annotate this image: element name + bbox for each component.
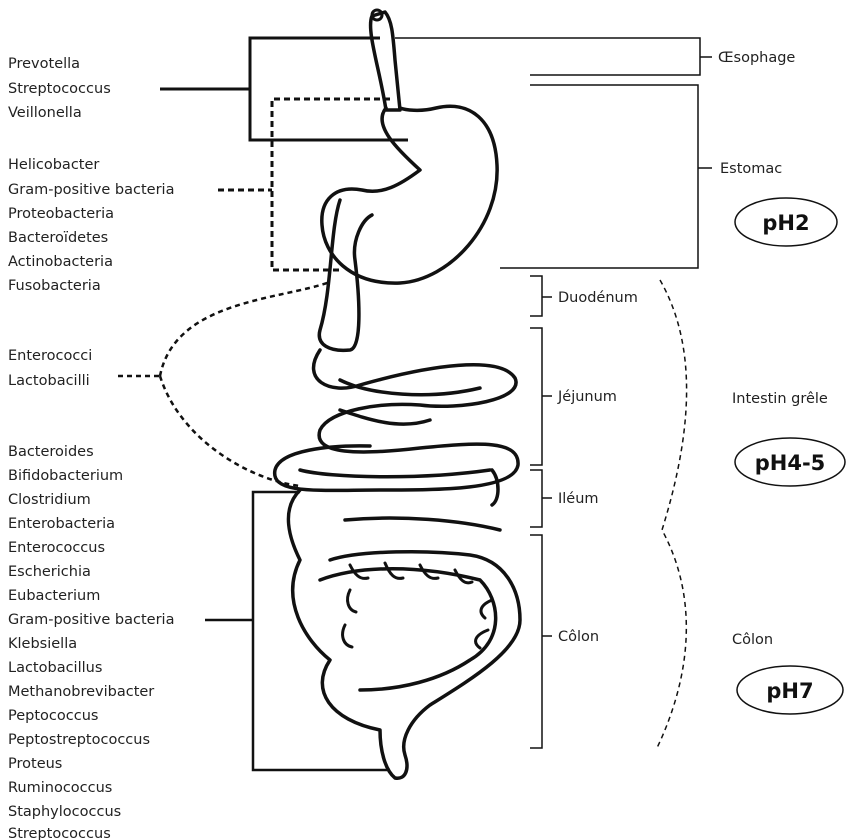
bacteria-label: Prevotella <box>8 56 80 72</box>
ph-value-small-intestine: pH4-5 <box>755 451 826 475</box>
stomach-shape <box>322 106 497 283</box>
bacteria-label: Escherichia <box>8 564 91 580</box>
segment-label-jejunum: Jéjunum <box>557 389 617 405</box>
upper-bracket <box>160 38 408 140</box>
bacteria-label: Peptostreptococcus <box>8 732 150 748</box>
small-intestine-connector <box>118 282 330 486</box>
stomach-bacteria-list: Helicobacter Gram-positive bacteria Prot… <box>8 157 174 294</box>
segment-label-oesophage: Œsophage <box>718 50 795 66</box>
bacteria-label: Gram-positive bacteria <box>8 612 174 628</box>
bacteria-label: Veillonella <box>8 105 82 121</box>
bacteria-label: Eubacterium <box>8 588 100 604</box>
bacteria-label: Bacteroides <box>8 444 94 460</box>
bacteria-label: Bifidobacterium <box>8 468 123 484</box>
bacteria-label: Peptococcus <box>8 708 98 724</box>
region-divider-curve <box>656 280 687 750</box>
digestive-tract <box>275 10 520 778</box>
bacteria-label: Proteobacteria <box>8 206 114 222</box>
colon-segment-bracket <box>530 535 552 748</box>
small-intestine-coils <box>275 350 518 490</box>
ph-badge-colon: pH7 <box>737 666 843 714</box>
bacteria-label: Klebsiella <box>8 636 77 652</box>
oesophagus-shape <box>371 12 400 110</box>
colon-shape <box>288 490 520 778</box>
duodenum-bracket <box>530 276 552 316</box>
bacteria-label: Gram-positive bacteria <box>8 182 174 198</box>
segment-label-estomac: Estomac <box>720 161 782 177</box>
bacteria-label: Lactobacilli <box>8 373 90 389</box>
bacteria-label: Lactobacillus <box>8 660 102 676</box>
ph-value-stomach: pH2 <box>762 211 809 235</box>
ph-badge-stomach: pH2 <box>735 198 837 246</box>
bacteria-label: Staphylococcus <box>8 804 121 820</box>
bacteria-label: Actinobacteria <box>8 254 113 270</box>
colon-bacteria-list: Bacteroides Bifidobacterium Clostridium … <box>8 444 174 840</box>
stomach-bracket <box>218 99 390 270</box>
bacteria-label: Helicobacter <box>8 157 99 173</box>
small-intestine-bacteria-list: Enterococci Lactobacilli <box>8 348 92 389</box>
segment-label-duodenum: Duodénum <box>558 290 638 306</box>
ileum-bracket <box>530 470 552 527</box>
oesophage-bracket <box>395 38 712 75</box>
bacteria-label: Methanobrevibacter <box>8 684 154 700</box>
bacteria-label: Streptococcus <box>8 81 111 97</box>
ph-badge-small-intestine: pH4-5 <box>735 438 845 486</box>
estomac-bracket <box>500 85 712 268</box>
segment-label-colon: Côlon <box>558 629 599 645</box>
bacteria-label: Streptococcus <box>8 826 111 840</box>
upper-bacteria-list: Prevotella Streptococcus Veillonella <box>8 56 111 121</box>
bacteria-label: Enterococcus <box>8 540 105 556</box>
segment-label-ileum: Iléum <box>558 491 599 507</box>
region-label-intestin-grele: Intestin grêle <box>732 391 828 407</box>
bacteria-label: Proteus <box>8 756 62 772</box>
bacteria-label: Ruminococcus <box>8 780 112 796</box>
bacteria-label: Bacteroïdetes <box>8 230 108 246</box>
jejunum-bracket <box>530 328 552 465</box>
ph-value-colon: pH7 <box>766 679 813 703</box>
bacteria-label: Enterococci <box>8 348 92 364</box>
region-label-colon: Côlon <box>732 632 773 648</box>
duodenum-shape <box>319 200 372 350</box>
colon-bracket <box>205 492 390 770</box>
bacteria-label: Fusobacteria <box>8 278 101 294</box>
bacteria-label: Clostridium <box>8 492 91 508</box>
bacteria-label: Enterobacteria <box>8 516 115 532</box>
